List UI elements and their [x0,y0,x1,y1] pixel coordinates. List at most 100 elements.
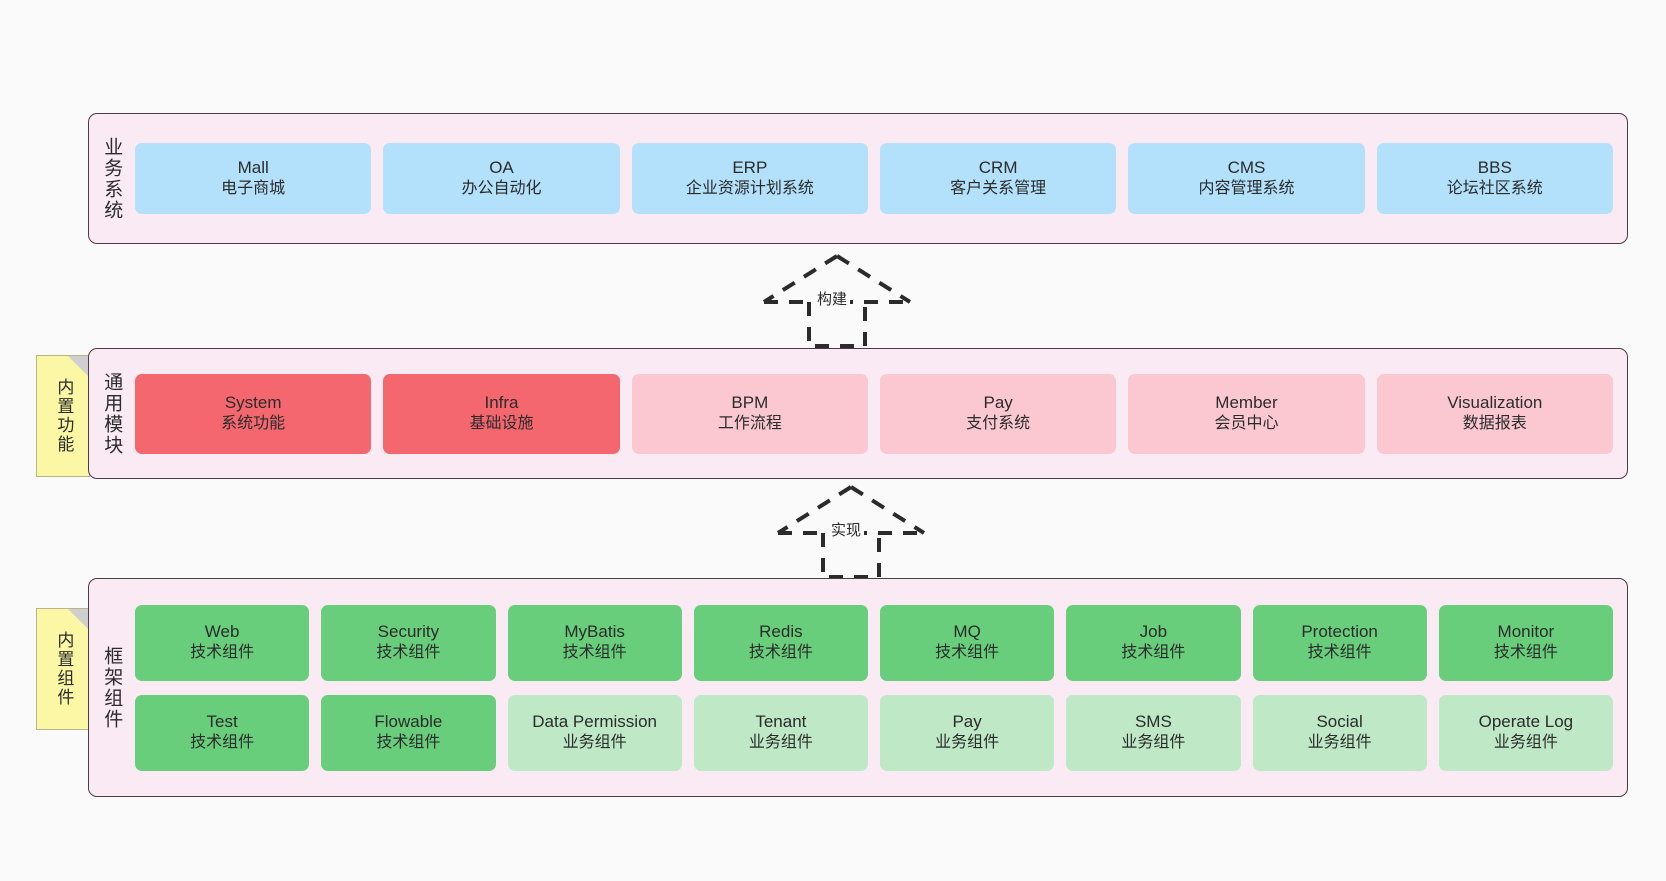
node-data-permission-title: Data Permission [532,712,657,732]
node-infra-subtitle: 基础设施 [469,415,534,433]
layer-framework-component: 框架组件 Web 技术组件 Security 技术组件 MyBatis 技术组件… [88,578,1628,797]
node-infra[interactable]: Infra 基础设施 [383,373,620,454]
node-mall[interactable]: Mall 电子商城 [135,143,372,214]
node-sms-subtitle: 业务组件 [1121,734,1186,752]
node-system-subtitle: 系统功能 [221,415,286,433]
node-bpm-title: BPM [731,393,769,413]
node-monitor-title: Monitor [1497,622,1555,642]
node-pay-component-subtitle: 业务组件 [935,734,1000,752]
business-node-row: Mall 电子商城 OA 办公自动化 ERP 企业资源计划系统 CRM 客户关系… [133,114,1627,243]
node-member[interactable]: Member 会员中心 [1128,373,1365,454]
node-redis[interactable]: Redis 技术组件 [693,604,868,681]
node-visualization[interactable]: Visualization 数据报表 [1376,373,1613,454]
layer-framework-component-label: 框架组件 [101,645,123,730]
node-mybatis-subtitle: 技术组件 [562,644,627,662]
node-sms[interactable]: SMS 业务组件 [1066,694,1241,771]
node-sms-title: SMS [1134,712,1172,732]
connector-implement: 实现 [766,483,936,579]
node-test-title: Test [206,712,238,732]
node-security-title: Security [377,622,440,642]
node-protection-title: Protection [1301,622,1378,642]
node-pay-component[interactable]: Pay 业务组件 [880,694,1055,771]
node-mybatis-title: MyBatis [564,622,625,642]
node-crm-subtitle: 客户关系管理 [950,180,1047,198]
node-web-subtitle: 技术组件 [190,644,255,662]
node-crm[interactable]: CRM 客户关系管理 [879,143,1117,214]
node-member-title: Member [1215,393,1278,413]
framework-node-row-1: Web 技术组件 Security 技术组件 MyBatis 技术组件 Redi… [135,604,1613,681]
node-pay-module[interactable]: Pay 支付系统 [879,373,1117,454]
node-mq-subtitle: 技术组件 [935,644,1000,662]
node-data-permission[interactable]: Data Permission 业务组件 [507,694,682,771]
node-member-subtitle: 会员中心 [1214,415,1279,433]
note-builtin-component-label: 内置组件 [54,631,74,707]
node-cms[interactable]: CMS 内容管理系统 [1128,143,1365,214]
node-flowable-title: Flowable [374,712,443,732]
node-mq-title: MQ [953,622,981,642]
node-test-subtitle: 技术组件 [190,734,255,752]
node-erp-title: ERP [732,158,768,178]
node-pay-module-title: Pay [983,393,1013,413]
node-bpm-subtitle: 工作流程 [717,415,782,433]
connector-implement-label: 实现 [828,519,865,540]
framework-node-grid: Web 技术组件 Security 技术组件 MyBatis 技术组件 Redi… [133,579,1627,796]
node-oa-subtitle: 办公自动化 [461,180,542,198]
node-data-permission-subtitle: 业务组件 [562,734,627,752]
node-erp[interactable]: ERP 企业资源计划系统 [631,143,868,214]
node-redis-title: Redis [759,622,803,642]
node-bpm[interactable]: BPM 工作流程 [631,373,868,454]
node-tenant-title: Tenant [755,712,807,732]
node-mybatis[interactable]: MyBatis 技术组件 [507,604,682,681]
node-oa[interactable]: OA 办公自动化 [383,143,620,214]
node-mall-subtitle: 电子商城 [221,180,286,198]
node-system[interactable]: System 系统功能 [135,373,372,454]
connector-build-label: 构建 [814,288,851,309]
node-system-title: System [224,393,282,413]
node-visualization-title: Visualization [1447,393,1543,413]
node-security[interactable]: Security 技术组件 [321,604,496,681]
node-visualization-subtitle: 数据报表 [1462,415,1527,433]
node-social-subtitle: 业务组件 [1307,734,1372,752]
node-tenant-subtitle: 业务组件 [748,734,813,752]
node-job-title: Job [1139,622,1168,642]
note-builtin-function: 内置功能 [36,355,90,477]
node-erp-subtitle: 企业资源计划系统 [685,180,814,198]
node-web[interactable]: Web 技术组件 [135,604,310,681]
node-monitor-subtitle: 技术组件 [1493,644,1558,662]
node-mq[interactable]: MQ 技术组件 [880,604,1055,681]
node-tenant[interactable]: Tenant 业务组件 [693,694,868,771]
node-pay-module-subtitle: 支付系统 [966,415,1031,433]
node-social[interactable]: Social 业务组件 [1252,694,1427,771]
node-protection[interactable]: Protection 技术组件 [1252,604,1427,681]
node-protection-subtitle: 技术组件 [1307,644,1372,662]
node-job[interactable]: Job 技术组件 [1066,604,1241,681]
note-builtin-function-label: 内置功能 [54,378,74,454]
layer-common-module-label: 通用模块 [101,371,123,456]
connector-build: 构建 [752,252,922,348]
common-node-row: System 系统功能 Infra 基础设施 BPM 工作流程 Pay 支付系统… [133,349,1627,478]
node-test[interactable]: Test 技术组件 [135,694,310,771]
node-operate-log-subtitle: 业务组件 [1493,734,1558,752]
layer-common-module: 通用模块 System 系统功能 Infra 基础设施 BPM 工作流程 Pay… [88,348,1628,479]
node-job-subtitle: 技术组件 [1121,644,1186,662]
node-infra-title: Infra [484,393,519,413]
node-bbs[interactable]: BBS 论坛社区系统 [1376,143,1613,214]
node-flowable[interactable]: Flowable 技术组件 [321,694,496,771]
note-fold-corner-icon [68,609,89,630]
framework-node-row-2: Test 技术组件 Flowable 技术组件 Data Permission … [135,694,1613,771]
node-cms-title: CMS [1227,158,1266,178]
node-crm-title: CRM [978,158,1018,178]
node-operate-log[interactable]: Operate Log 业务组件 [1438,694,1613,771]
note-fold-corner-icon [68,356,89,377]
node-social-title: Social [1316,712,1363,732]
node-cms-subtitle: 内容管理系统 [1198,180,1295,198]
node-security-subtitle: 技术组件 [376,644,441,662]
node-web-title: Web [204,622,240,642]
node-mall-title: Mall [237,158,269,178]
node-operate-log-title: Operate Log [1478,712,1574,732]
node-flowable-subtitle: 技术组件 [376,734,441,752]
node-monitor[interactable]: Monitor 技术组件 [1438,604,1613,681]
note-builtin-component: 内置组件 [36,608,90,730]
node-pay-component-title: Pay [952,712,982,732]
